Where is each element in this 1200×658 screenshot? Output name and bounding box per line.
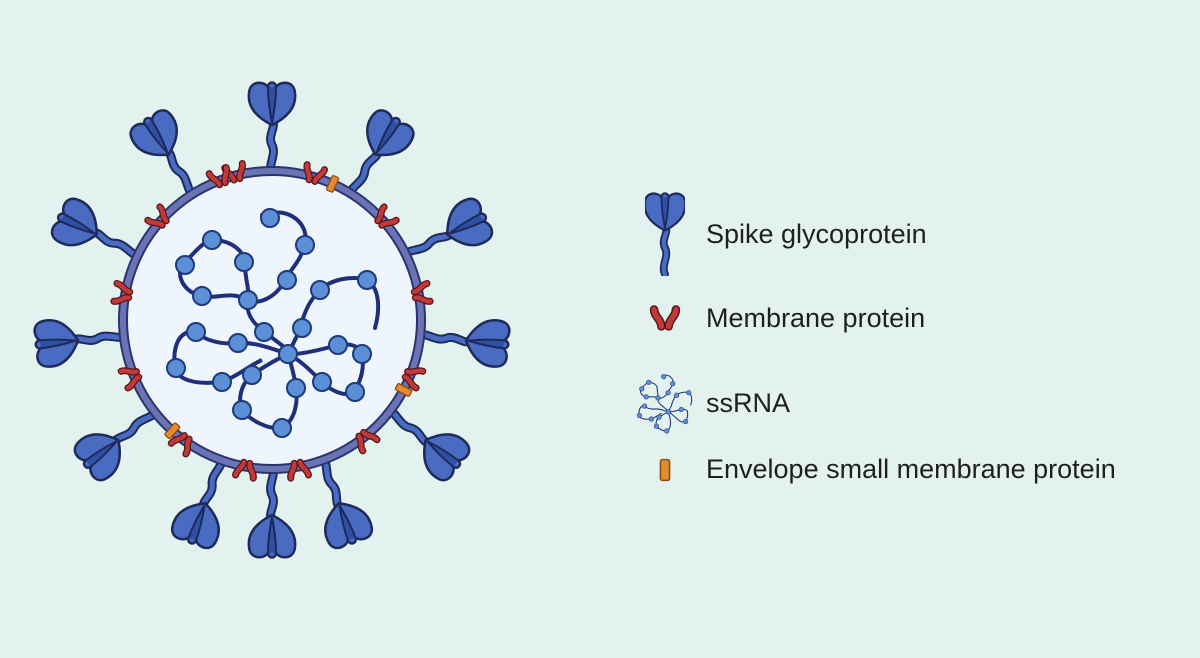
legend-label-ssrna: ssRNA xyxy=(706,387,791,418)
legend-item-envelope: Envelope small membrane protein xyxy=(620,454,1116,485)
legend-label-membrane: Membrane protein xyxy=(706,302,926,333)
legend-item-ssrna: ssRNA xyxy=(620,372,790,434)
legend-label-envelope: Envelope small membrane protein xyxy=(706,454,1116,484)
envelope-protein-icon xyxy=(620,457,710,483)
spike-glycoprotein-icon xyxy=(620,192,710,276)
membrane-protein-icon xyxy=(620,300,710,336)
legend-item-spike: Spike glycoprotein xyxy=(620,192,927,276)
legend-label-spike: Spike glycoprotein xyxy=(706,218,927,249)
legend-item-membrane: Membrane protein xyxy=(620,300,925,336)
spike-glycoprotein-icon xyxy=(414,312,511,368)
spike-glycoprotein-icon xyxy=(249,83,295,176)
spike-glycoprotein-icon xyxy=(33,312,130,368)
ssrna-beads xyxy=(166,208,377,438)
ssrna-icon xyxy=(620,372,710,434)
